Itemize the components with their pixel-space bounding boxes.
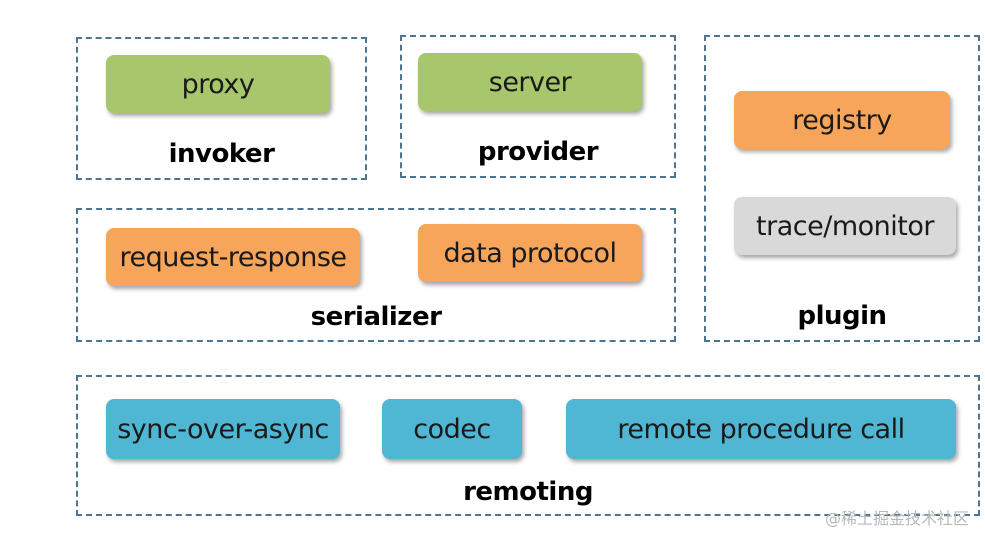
provider-group: server provider: [400, 35, 676, 178]
invoker-group: proxy invoker: [76, 37, 367, 180]
sync-over-async-box: sync-over-async: [106, 399, 340, 459]
trace-monitor-box: trace/monitor: [734, 197, 956, 255]
plugin-group: registry trace/monitor plugin: [704, 35, 980, 342]
serializer-label: serializer: [310, 302, 442, 332]
registry-box: registry: [734, 91, 950, 149]
watermark-text: @稀土掘金技术社区: [824, 509, 969, 528]
provider-label: provider: [477, 137, 599, 167]
request-response-box: request-response: [106, 228, 360, 286]
data-protocol-box: data protocol: [418, 224, 642, 282]
server-box: server: [418, 53, 642, 111]
remote-procedure-call-box: remote procedure call: [566, 399, 956, 459]
codec-box: codec: [382, 399, 522, 459]
invoker-label: invoker: [168, 139, 275, 169]
plugin-label: plugin: [797, 301, 887, 331]
proxy-box: proxy: [106, 55, 330, 113]
serializer-group: request-response data protocol serialize…: [76, 208, 676, 342]
remoting-label: remoting: [463, 477, 593, 507]
remoting-group: sync-over-async codec remote procedure c…: [76, 375, 980, 516]
